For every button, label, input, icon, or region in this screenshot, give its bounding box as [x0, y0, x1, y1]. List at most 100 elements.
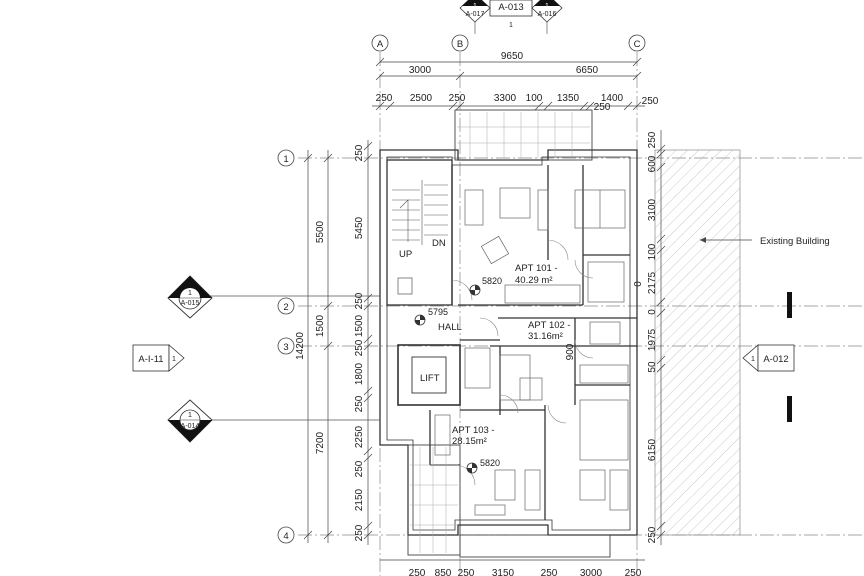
- dim-top-overall: 9650: [501, 51, 524, 62]
- dim-top-detail: 100: [526, 93, 543, 104]
- svg-text:4: 4: [283, 531, 288, 542]
- grid-bubble-1: 1: [277, 149, 295, 167]
- bottom-balcony: [407, 444, 461, 556]
- dim-top-detail: 250: [376, 93, 393, 104]
- bottom-right-balcony: [459, 534, 611, 558]
- callout-top-center: A-013 1 A-017 1 A-016 1: [459, 0, 563, 34]
- section-marker: [787, 396, 792, 422]
- top-balcony: [454, 109, 593, 161]
- svg-text:3: 3: [283, 342, 288, 353]
- apt101-furniture: [464, 187, 626, 304]
- svg-text:250: 250: [354, 460, 365, 477]
- staircase: [392, 180, 448, 245]
- apt102-name: APT 102 -: [528, 320, 571, 331]
- stair-down-label: DN: [432, 238, 446, 249]
- svg-text:A-016: A-016: [538, 11, 557, 18]
- callout-left-mid: A-I-11 1: [132, 344, 185, 372]
- svg-text:1: 1: [188, 412, 192, 419]
- bottom-dim-text: 250 850 250 3150 250 3000 250: [409, 568, 642, 576]
- door-swings: [451, 239, 594, 486]
- dim-900: 900: [565, 343, 576, 360]
- callout-right-mid: 1 A-012: [742, 344, 795, 372]
- svg-text:1: 1: [473, 3, 477, 10]
- grid-bubble-a: A: [371, 34, 389, 52]
- svg-text:3150: 3150: [492, 568, 515, 576]
- svg-text:250: 250: [625, 568, 642, 576]
- top-dimension-strings: [372, 57, 645, 111]
- accessible-icon: [397, 277, 413, 295]
- svg-text:1: 1: [283, 154, 288, 165]
- grid-bubble-4: 4: [277, 526, 295, 544]
- svg-text:250: 250: [541, 568, 558, 576]
- svg-text:A-012: A-012: [763, 354, 788, 365]
- svg-text:250: 250: [647, 131, 658, 148]
- svg-text:250: 250: [354, 144, 365, 161]
- svg-text:C: C: [634, 39, 641, 50]
- svg-text:5820: 5820: [480, 458, 500, 468]
- apt103-furniture: [434, 347, 541, 516]
- svg-text:600: 600: [647, 155, 658, 172]
- level-marker: 5795: [414, 307, 448, 326]
- dim-top-detail: 3300: [494, 93, 517, 104]
- svg-text:850: 850: [435, 568, 452, 576]
- dim-top-detail: 250: [642, 96, 659, 107]
- svg-text:50: 50: [647, 361, 658, 373]
- svg-text:1800: 1800: [354, 362, 365, 385]
- svg-text:5795: 5795: [428, 307, 448, 317]
- level-marker: 5820: [469, 276, 502, 296]
- svg-text:250: 250: [458, 568, 475, 576]
- right-dimension-strings: [656, 130, 666, 545]
- apt103-name: APT 103 -: [452, 425, 495, 436]
- svg-text:5820: 5820: [482, 276, 502, 286]
- apt101-name: APT 101 -: [515, 263, 558, 274]
- svg-text:5450: 5450: [354, 216, 365, 239]
- svg-text:14200: 14200: [295, 332, 306, 360]
- svg-text:7200: 7200: [315, 431, 326, 454]
- svg-text:1500: 1500: [315, 314, 326, 337]
- svg-text:1: 1: [172, 356, 176, 363]
- svg-text:2250: 2250: [354, 425, 365, 448]
- left-dimension-strings: [303, 140, 373, 545]
- dim-top-detail: 1350: [557, 93, 580, 104]
- grid-bubble-2: 2: [277, 297, 295, 315]
- dim-top-detail: 250: [594, 102, 611, 113]
- top-balcony-tiles: [457, 112, 590, 158]
- svg-text:A: A: [377, 39, 384, 50]
- existing-building-label: Existing Building: [760, 236, 830, 247]
- svg-text:2: 2: [283, 302, 288, 313]
- existing-building-hatch: [654, 149, 741, 536]
- svg-text:1: 1: [188, 290, 192, 297]
- level-marker: 5820: [466, 458, 500, 474]
- stair-up-label: UP: [399, 249, 412, 260]
- apt102-area: 31.16m²: [528, 331, 563, 342]
- svg-text:250: 250: [409, 568, 426, 576]
- svg-text:A-I-11: A-I-11: [138, 354, 163, 365]
- svg-text:A-013: A-013: [498, 2, 523, 13]
- apt102-furniture: [499, 321, 629, 511]
- walls: [379, 149, 638, 536]
- svg-text:3100: 3100: [647, 198, 658, 221]
- svg-text:1: 1: [751, 356, 755, 363]
- svg-text:6150: 6150: [647, 438, 658, 461]
- grid-lines: [298, 52, 864, 576]
- svg-text:250: 250: [354, 339, 365, 356]
- svg-text:1500: 1500: [354, 314, 365, 337]
- svg-text:2175: 2175: [647, 271, 658, 294]
- dim-top-detail: 250: [449, 93, 466, 104]
- lift-label: LIFT: [420, 373, 440, 384]
- hall-label: HALL: [438, 322, 462, 333]
- dim-top-seg: 3000: [409, 65, 432, 76]
- svg-text:B: B: [457, 39, 463, 50]
- section-marker: [787, 292, 792, 318]
- svg-text:5500: 5500: [315, 220, 326, 243]
- grid-bubble-3: 3: [277, 337, 295, 355]
- svg-text:0: 0: [633, 281, 644, 287]
- leader-arrow-icon: [700, 237, 706, 243]
- bottom-balcony-tiles: [410, 447, 458, 553]
- grid-bubble-b: B: [451, 34, 469, 52]
- svg-text:1975: 1975: [647, 328, 658, 351]
- svg-text:250: 250: [647, 526, 658, 543]
- svg-text:250: 250: [354, 395, 365, 412]
- dim-top-seg: 6650: [576, 65, 599, 76]
- apt101-area: 40.29 m²: [515, 275, 553, 286]
